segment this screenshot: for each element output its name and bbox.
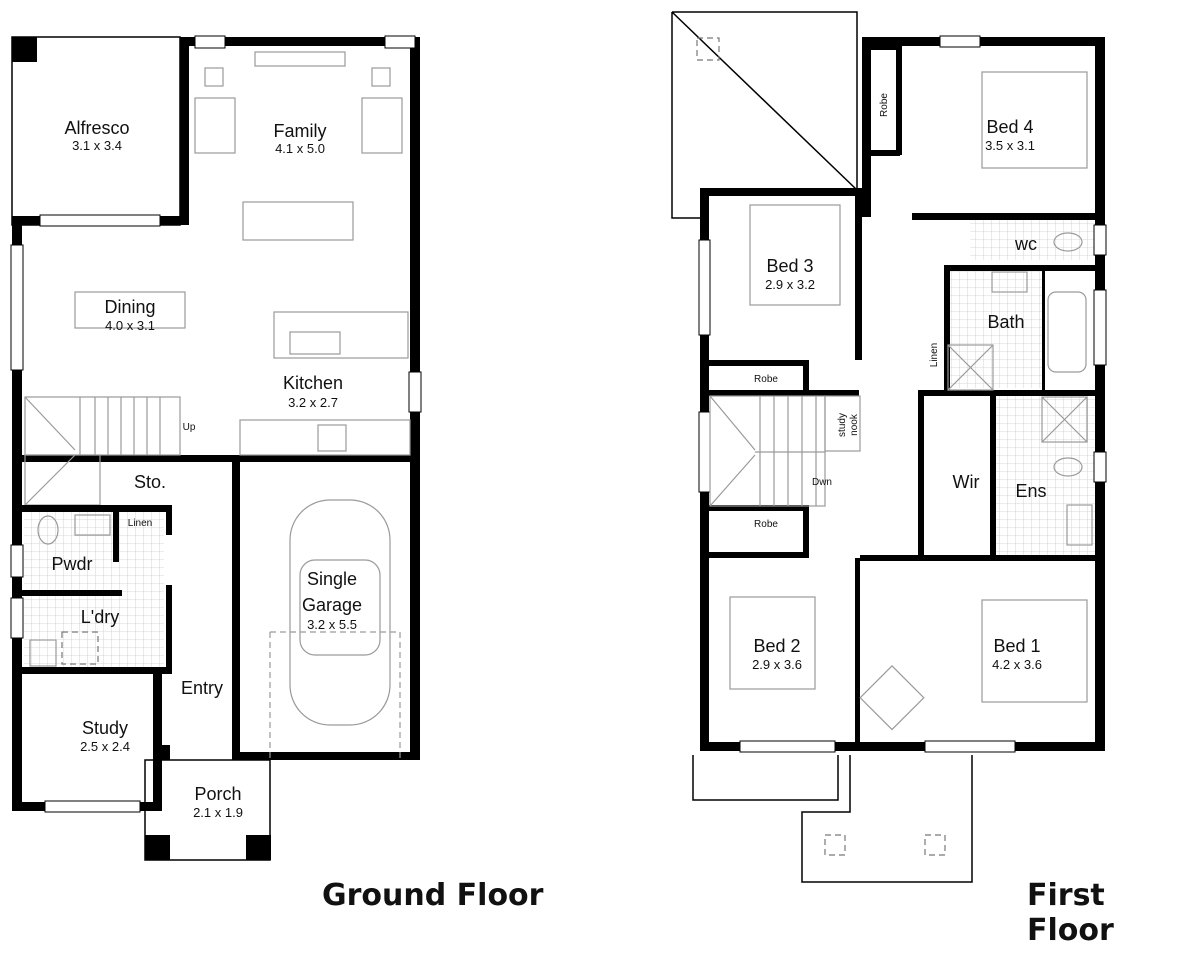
room-label-entry: Entry (181, 678, 223, 698)
room-label-robe-bed4: Robe (879, 93, 890, 117)
room-dims-porch: 2.1 x 1.9 (193, 805, 243, 820)
room-label-linen-first: Linen (929, 343, 940, 367)
room-label-laundry: L'dry (81, 607, 119, 627)
first-floor-plan (671, 11, 1107, 883)
room-dims-kitchen: 3.2 x 2.7 (288, 395, 338, 410)
room-label-bath: Bath (987, 312, 1024, 332)
room-dims-dining: 4.0 x 3.1 (105, 318, 155, 333)
room-label-kitchen: Kitchen (283, 373, 343, 393)
room-label-study-nook-1: study (837, 413, 848, 437)
room-dims-alfresco: 3.1 x 3.4 (72, 138, 122, 153)
room-label-family: Family (274, 121, 327, 141)
room-dims-bed3: 2.9 x 3.2 (765, 277, 815, 292)
room-label-study: Study (82, 718, 128, 738)
first-floor-title: First Floor (1027, 878, 1114, 948)
room-label-bed4: Bed 4 (986, 117, 1033, 137)
room-label-porch: Porch (194, 784, 241, 804)
room-dims-family: 4.1 x 5.0 (275, 141, 325, 156)
room-label-study-nook-2: nook (849, 413, 860, 436)
ground-stairs (24, 396, 181, 506)
room-label-robe-bed2: Robe (754, 519, 778, 530)
room-dims-bed2: 2.9 x 3.6 (752, 657, 802, 672)
stair-label-up: Up (183, 422, 196, 433)
room-label-robe-bed3: Robe (754, 374, 778, 385)
room-dims-bed1: 4.2 x 3.6 (992, 657, 1042, 672)
stair-label-down: Dwn (812, 477, 832, 488)
room-label-ensuite: Ens (1015, 481, 1046, 501)
ground-floor-labels: Alfresco 3.1 x 3.4 Family 4.1 x 5.0 Dini… (51, 118, 362, 820)
room-label-alfresco: Alfresco (64, 118, 129, 138)
room-label-dining: Dining (104, 297, 155, 317)
ground-floor-title: Ground Floor (322, 878, 544, 913)
room-label-powder: Pwdr (51, 554, 92, 574)
room-dims-study: 2.5 x 2.4 (80, 739, 130, 754)
wall (180, 37, 420, 46)
room-dims-garage: 3.2 x 5.5 (307, 617, 357, 632)
room-label-bed1: Bed 1 (993, 636, 1040, 656)
room-label-garage-2: Garage (302, 595, 362, 615)
room-label-linen: Linen (128, 518, 152, 529)
room-label-store: Sto. (134, 472, 166, 492)
car-outline (289, 499, 391, 726)
first-stairs (709, 395, 861, 507)
first-floor-labels: Bed 4 3.5 x 3.1 Robe Bed 3 2.9 x 3.2 Rob… (752, 93, 1046, 672)
room-label-wc: wc (1014, 234, 1037, 254)
room-dims-bed4: 3.5 x 3.1 (985, 138, 1035, 153)
room-label-bed3: Bed 3 (766, 256, 813, 276)
room-label-wir: Wir (953, 472, 980, 492)
room-label-garage-1: Single (307, 569, 357, 589)
room-label-bed2: Bed 2 (753, 636, 800, 656)
ground-floor-plan (10, 35, 422, 861)
